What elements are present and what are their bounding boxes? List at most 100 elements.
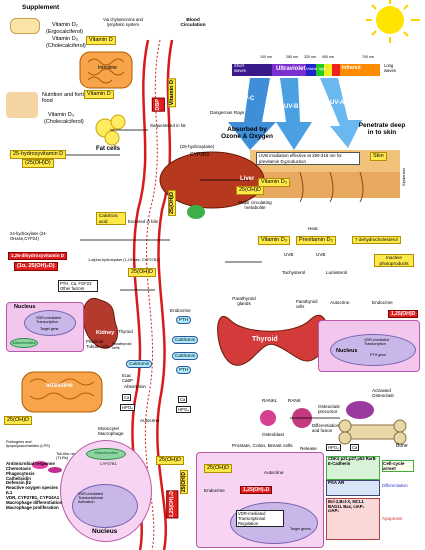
antimicrobial-item: IL1 xyxy=(6,490,13,496)
cdk-genes: CDK2 p21,p27,p53 RarB E-Cadherin xyxy=(328,456,376,466)
hpo4-box-3: HPO₄ xyxy=(326,444,341,452)
25-hydroxyvitamin-d-abbrev: (25(OH)D) xyxy=(22,159,54,168)
ca-box-3: Ca xyxy=(350,444,360,452)
liver-label: Liver xyxy=(240,176,255,182)
antimicrobial-item: Reactive oxygen species xyxy=(6,485,58,491)
absorption-label: Absorption xyxy=(124,384,146,389)
125-dihydroxyvitamin-d: 1,25-dihydroxyvitamin D xyxy=(8,252,68,260)
endocrine-3: Endocrine xyxy=(204,488,225,493)
ecac-cabp: Ecac CaBP xyxy=(122,373,133,383)
vdr-4: VDR-mediated Transcriptional Regulation xyxy=(236,510,284,528)
pth-gene: PTH gene xyxy=(370,353,387,357)
calcitroic-acid: Calcitroic acid xyxy=(96,212,126,226)
125ohd-small: 1,25(OH)D xyxy=(388,310,419,319)
mitochondria-2: Mitochondria xyxy=(86,448,126,460)
target-gene-1: Target gene xyxy=(40,327,59,331)
long-waves: Long waves xyxy=(384,63,396,73)
uva-label: UV-A xyxy=(330,100,345,106)
25ohd-mono: 25(OH)D xyxy=(156,456,185,465)
nutrition-d3: Vitamin D₃ xyxy=(48,112,74,118)
calcitonin-pill-3: Calcitonin xyxy=(172,352,199,360)
spectrum-bar xyxy=(232,64,380,76)
rank-label: RANK xyxy=(288,398,301,403)
supplement-d2: Vitamin D₂ xyxy=(52,22,78,28)
ca-box-2: Ca xyxy=(178,396,188,404)
sequestered-label: Sequestered in fat xyxy=(150,123,186,128)
vdr-1: VDR-mediated Transcription xyxy=(36,316,61,325)
osteoclast-precursor-label: Osteoclast precursor xyxy=(318,404,340,415)
antimicrobial-item: Macrophage proliferation xyxy=(6,504,59,510)
intestine-graphic xyxy=(79,51,133,89)
cyp2r1: CYP2R1 xyxy=(190,152,210,158)
activated-osteoclast-label: Activated Osteoclast xyxy=(372,388,394,399)
pathogens-label: Pathogens and lipopolysaccharides (LPS) xyxy=(6,440,50,449)
apoptosis-label: Apoptosis xyxy=(382,516,403,521)
tick-320: 320 nm xyxy=(304,55,316,59)
supplement-d2-name: (Ergocalciferol) xyxy=(46,29,83,35)
ultraviolet-label: Ultraviolet xyxy=(276,66,306,72)
nutrition-food-image xyxy=(6,92,38,118)
major-metabolite: Major circulating metabolite xyxy=(238,200,272,211)
blood-label: Blood Circulation xyxy=(180,18,206,29)
antimicrobial-item: Cathelicidin xyxy=(6,475,31,481)
monocyte-label: Monocyte/ Macrophage xyxy=(98,426,124,437)
sun-icon xyxy=(366,0,420,43)
1-alpha-hydroxylase: 1-alpha-hydroxylase (1-OHase, CYP27B1) xyxy=(88,258,160,262)
cyp27b1-label: CYP27B1 xyxy=(100,462,117,466)
inactive-photoproducts: Inactive photoproducts xyxy=(374,254,414,268)
antimicrobial-list: Antimicrobial response Chemotaxis Phagoc… xyxy=(6,461,64,510)
25ohd-left: 25(OH)D xyxy=(4,416,33,425)
liver-25ohd: 25(OH)D xyxy=(236,186,265,195)
vitamin-d-box-mid: Vitamin D xyxy=(84,90,114,99)
dangerous-rays: Dangerous Rays xyxy=(210,110,245,115)
uvb-arrow-label-2: UVB xyxy=(316,252,326,257)
antimicrobial-item: Antimicrobial response xyxy=(6,461,55,466)
24-hydroxylase: 24-hydroxylase (24-OHase,CYP24) xyxy=(10,231,48,241)
thyroid-big-label: Thyroid xyxy=(252,336,278,343)
pth-pill-2: PTH xyxy=(176,366,192,374)
release-label: Release xyxy=(300,446,317,451)
125ohd-bottom-vertical: 1,25(OH)₂D xyxy=(166,490,179,519)
25ohd-pros: 25(OH)D xyxy=(204,464,233,473)
cell-cycle-arrest: Cell-cycle arrest xyxy=(382,460,414,473)
hpo4-box-2: HPO₄ xyxy=(176,406,191,414)
osteoblast-label: Osteoblast xyxy=(262,432,284,437)
supplement-d3-name: (Cholecalciferol) xyxy=(46,43,86,49)
vitamin-d-box-top: Vitamin D xyxy=(86,36,116,45)
25ohd-vertical: 25(OH)D xyxy=(168,190,176,217)
parathyroid-cells-label: Parathyroid cells xyxy=(296,299,318,309)
vitamin-d3-converted: Vitamin D₃ xyxy=(258,236,290,245)
short-waves: Short waves xyxy=(234,63,246,73)
nucleus-2-label: Nucleus xyxy=(336,348,358,354)
nucleus-1-label: Nucleus xyxy=(14,304,36,310)
uvb-note: UVB irradiation effective at 290-315 nm … xyxy=(256,152,360,165)
bone-graphic xyxy=(338,419,407,445)
rankl-label: RANKL xyxy=(262,398,278,403)
proximal-tubule-label: Proximal Tubule cells xyxy=(86,339,110,349)
tlr-label: Toll-like receptors (TLRs) xyxy=(56,451,88,461)
thyroid-small-label: Thyroid xyxy=(118,329,133,334)
vdr-3: VDR-mediated Transcriptional Activation xyxy=(78,492,103,505)
prostate-label: Prostate, Colon, Breast cells xyxy=(232,444,293,449)
pth-pill-1: PTH xyxy=(176,316,192,324)
antimicrobial-item: Phagocytosis xyxy=(6,470,35,476)
bcl-box xyxy=(326,498,380,540)
endocrine-2: Endocrine xyxy=(372,300,393,305)
parathyroid-glands-label: Parathyroid glands xyxy=(232,296,256,307)
hpo4-box-1: HPO₄ xyxy=(120,404,135,412)
calcitonin-pill-1: Calcitonin xyxy=(172,336,199,344)
uvb-arrow-label-1: UVB xyxy=(284,252,294,257)
epidermis-label: Epidermis xyxy=(401,168,406,186)
25-hydroxyvitamin-d: 25-hydroxyvitamin D xyxy=(10,150,67,159)
differentiation-label: Differentiation xyxy=(382,483,408,488)
uvc-arrow xyxy=(228,78,276,150)
antimicrobial-item: VDR, CYP27B1, CYP24A1 xyxy=(6,494,60,500)
autocrine-2: Autocrine xyxy=(140,418,160,423)
nucleus-1 xyxy=(24,310,76,336)
nucleus-3 xyxy=(72,484,138,528)
nutrition-title: Nutrition and fortified food xyxy=(42,92,93,105)
pth-factors: PTH, Ca, FGF23 Other factors xyxy=(58,280,98,293)
nucleus-2 xyxy=(330,334,416,366)
thyroid-graphic xyxy=(217,314,328,366)
uvb-label: UV-B xyxy=(284,104,299,110)
